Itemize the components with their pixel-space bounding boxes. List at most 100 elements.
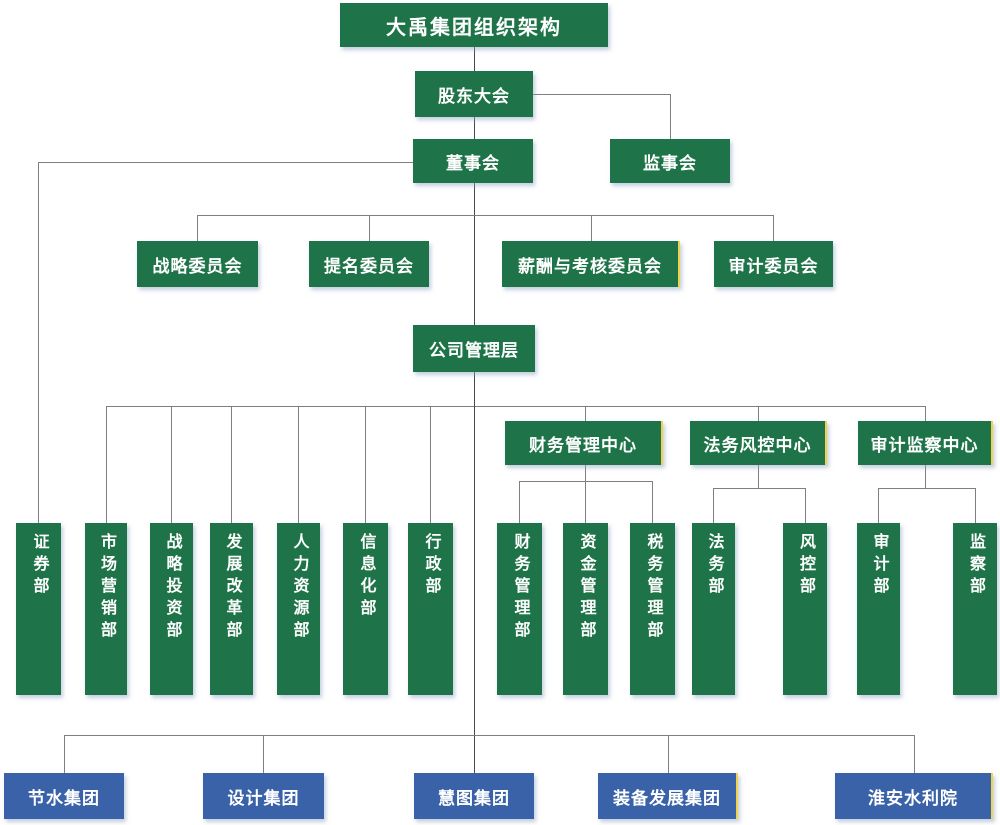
connector-line bbox=[365, 406, 366, 523]
connector-line bbox=[474, 406, 475, 773]
connector-line bbox=[106, 406, 925, 407]
org-node-label: 战略委员会 bbox=[152, 256, 243, 276]
org-node-label: 资金管理部 bbox=[577, 533, 595, 643]
org-node-label: 战略投资部 bbox=[163, 533, 181, 643]
org-node-label: 薪酬与考核委员会 bbox=[518, 256, 662, 276]
org-node-legal-dept: 法务部 bbox=[692, 523, 735, 695]
org-node-root: 大禹集团组织架构 bbox=[340, 3, 608, 47]
connector-line bbox=[369, 215, 370, 241]
connector-line bbox=[474, 372, 475, 406]
org-node-human-resources-dept: 人力资源部 bbox=[277, 523, 320, 695]
org-node-label: 财务管理部 bbox=[511, 533, 529, 643]
org-node-label: 证券部 bbox=[30, 533, 48, 599]
connector-line bbox=[231, 406, 232, 523]
org-node-compensation-committee: 薪酬与考核委员会 bbox=[502, 241, 680, 287]
org-node-label: 监察部 bbox=[967, 533, 984, 599]
connector-line bbox=[670, 94, 671, 139]
connector-line bbox=[878, 488, 879, 523]
org-node-equipment-development-group: 装备发展集团 bbox=[598, 773, 738, 819]
connector-line bbox=[925, 465, 926, 488]
connector-line bbox=[474, 183, 475, 325]
connector-line bbox=[713, 488, 714, 523]
org-node-audit-committee: 审计委员会 bbox=[714, 241, 833, 287]
connector-line bbox=[171, 406, 172, 523]
connector-line bbox=[975, 488, 976, 523]
org-node-board-of-directors: 董事会 bbox=[413, 139, 533, 183]
connector-line bbox=[773, 215, 774, 241]
org-node-label: 税务管理部 bbox=[644, 533, 662, 643]
connector-line bbox=[925, 406, 926, 421]
org-node-label: 设计集团 bbox=[227, 788, 300, 808]
org-node-strategic-investment-dept: 战略投资部 bbox=[150, 523, 193, 695]
org-node-water-saving-group: 节水集团 bbox=[4, 773, 124, 819]
org-node-huaian-water-institute: 淮安水利院 bbox=[835, 773, 993, 819]
connector-line bbox=[585, 481, 586, 523]
connector-line bbox=[668, 735, 669, 773]
org-node-label: 法务风控中心 bbox=[703, 435, 812, 455]
connector-line bbox=[430, 406, 431, 523]
org-node-finance-center: 财务管理中心 bbox=[505, 421, 663, 465]
org-node-administration-dept: 行政部 bbox=[408, 523, 453, 695]
org-node-label: 装备发展集团 bbox=[613, 788, 721, 808]
connector-line bbox=[713, 488, 805, 489]
connector-line bbox=[805, 488, 806, 523]
org-node-management: 公司管理层 bbox=[413, 325, 535, 372]
org-node-financial-management-dept: 财务管理部 bbox=[497, 523, 542, 695]
org-node-development-reform-dept: 发展改革部 bbox=[210, 523, 253, 695]
connector-line bbox=[38, 162, 413, 163]
connector-line bbox=[652, 481, 653, 523]
org-node-label: 发展改革部 bbox=[223, 533, 241, 643]
org-node-risk-control-dept: 风控部 bbox=[783, 523, 827, 695]
org-node-label: 公司管理层 bbox=[429, 341, 519, 360]
org-node-label: 风控部 bbox=[797, 533, 814, 599]
org-node-label: 市场营销部 bbox=[98, 533, 115, 643]
org-node-label: 法务部 bbox=[705, 533, 723, 599]
org-node-label: 股东大会 bbox=[438, 86, 510, 106]
connector-line bbox=[197, 215, 198, 241]
org-node-design-group: 设计集团 bbox=[203, 773, 324, 819]
org-node-audit-supervision-center: 审计监察中心 bbox=[858, 421, 993, 465]
connector-line bbox=[758, 406, 759, 421]
org-node-label: 审计委员会 bbox=[728, 256, 819, 276]
org-node-label: 慧图集团 bbox=[438, 788, 510, 808]
connector-line bbox=[585, 406, 586, 421]
connector-line bbox=[519, 481, 520, 523]
connector-line bbox=[38, 162, 39, 523]
connector-line bbox=[64, 735, 914, 736]
org-node-tax-management-dept: 税务管理部 bbox=[630, 523, 675, 695]
connector-line bbox=[474, 117, 475, 139]
org-node-label: 监事会 bbox=[643, 153, 697, 173]
org-node-securities-dept: 证券部 bbox=[16, 523, 61, 695]
org-node-shareholders-meeting: 股东大会 bbox=[415, 71, 533, 117]
org-node-nomination-committee: 提名委员会 bbox=[309, 241, 429, 287]
org-node-label: 淮安水利院 bbox=[868, 788, 958, 808]
org-node-label: 董事会 bbox=[446, 153, 500, 173]
org-node-legal-risk-center: 法务风控中心 bbox=[690, 421, 827, 465]
connector-line bbox=[533, 94, 670, 95]
org-node-huitu-group: 慧图集团 bbox=[414, 773, 534, 819]
connector-line bbox=[263, 735, 264, 773]
connector-line bbox=[298, 406, 299, 523]
org-node-label: 审计部 bbox=[870, 533, 888, 599]
org-node-label: 人力资源部 bbox=[290, 533, 308, 643]
connector-line bbox=[585, 465, 586, 481]
org-node-marketing-dept: 市场营销部 bbox=[85, 523, 127, 695]
org-node-strategy-committee: 战略委员会 bbox=[137, 241, 258, 287]
connector-line bbox=[106, 406, 107, 523]
org-node-label: 信息化部 bbox=[357, 533, 375, 621]
org-node-root-label: 大禹集团组织架构 bbox=[386, 16, 562, 39]
org-node-supervisory-board: 监事会 bbox=[610, 139, 730, 183]
connector-line bbox=[878, 488, 975, 489]
org-node-audit-dept: 审计部 bbox=[857, 523, 900, 695]
connector-line bbox=[474, 47, 475, 71]
org-node-label: 提名委员会 bbox=[324, 256, 414, 276]
connector-line bbox=[591, 215, 592, 241]
org-node-label: 节水集团 bbox=[28, 788, 100, 808]
org-node-informatization-dept: 信息化部 bbox=[343, 523, 388, 695]
org-node-label: 行政部 bbox=[422, 533, 440, 599]
org-node-label: 财务管理中心 bbox=[529, 435, 637, 455]
connector-line bbox=[914, 735, 915, 773]
org-node-label: 审计监察中心 bbox=[870, 435, 979, 455]
connector-line bbox=[758, 465, 759, 488]
